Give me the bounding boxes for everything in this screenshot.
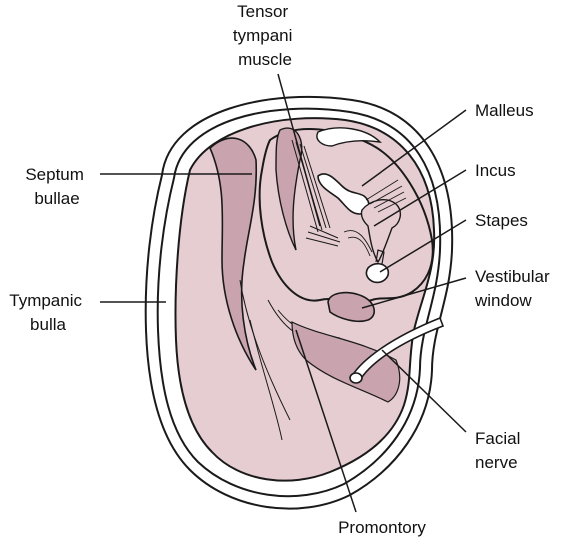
ossicle-ligament-lines (343, 179, 407, 257)
vestibular-window-shape (327, 291, 375, 323)
leader-lines (100, 73, 467, 513)
facial-nerve-end (349, 372, 363, 384)
label-promontory: Promontory (338, 518, 426, 537)
promontory-shade-band (291, 321, 401, 403)
label-malleus: Malleus (475, 101, 534, 120)
label-septum-bullae: Septum bullae (25, 165, 88, 208)
epitympanic-recess (258, 128, 434, 303)
stapes-bone (365, 262, 390, 284)
upper-recess (316, 127, 382, 147)
label-facial-nerve: Facial nerve (475, 429, 525, 472)
label-tympanic-bulla: Tympanic bulla (9, 291, 86, 334)
stapes-head (375, 249, 385, 265)
facial-nerve-tube (350, 316, 445, 382)
label-tensor-tympani: Tensor tympani muscle (233, 2, 297, 69)
label-incus: Incus (475, 161, 516, 180)
label-stapes: Stapes (475, 211, 528, 230)
septum-bullae-shade (209, 137, 258, 371)
label-vestibular-window: Vestibular window (474, 267, 554, 310)
